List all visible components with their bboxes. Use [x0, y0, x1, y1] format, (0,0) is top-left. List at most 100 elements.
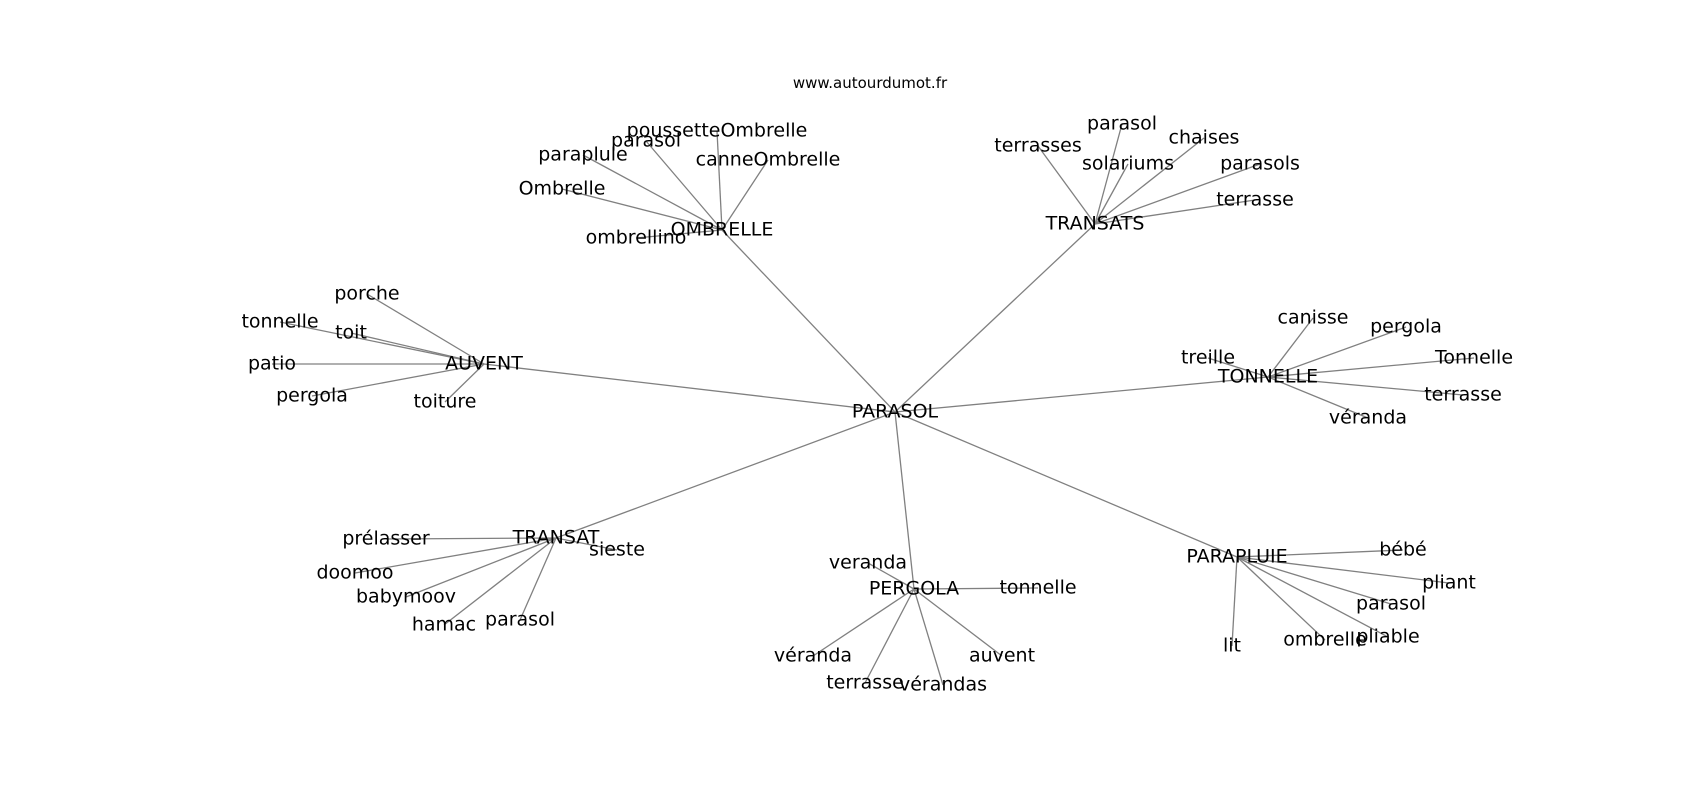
edge-transats-0 — [1094, 123, 1123, 225]
word-node: porche — [334, 283, 399, 305]
edge-center-transats — [894, 223, 1096, 413]
edge-center-parapluie — [894, 411, 1238, 558]
edge-parapluie-4 — [1236, 556, 1326, 641]
edge-transat-0 — [385, 537, 557, 540]
word-node: paraplule — [538, 144, 628, 166]
word-node: terrasse — [826, 672, 904, 694]
edge-transat-1 — [555, 537, 618, 551]
edges — [272, 123, 1475, 686]
word-node: pliable — [1356, 626, 1419, 648]
word-node: ombrelle — [1283, 629, 1367, 651]
edge-transats-2 — [1094, 137, 1205, 225]
edge-center-transat — [555, 411, 896, 539]
cluster-node-tonnelle: TONNELLE — [1217, 366, 1318, 388]
edge-transats-5 — [1094, 199, 1256, 225]
edge-pergola-0 — [867, 562, 915, 590]
edge-tonnelle-5 — [1267, 376, 1369, 419]
labels: www.autourdumot.fr PARASOL OMBRELLE pousse… — [241, 74, 1513, 696]
edge-pergola-4 — [864, 588, 915, 684]
word-node: sieste — [589, 539, 645, 561]
edge-transats-1 — [1037, 145, 1096, 225]
word-node: véranda — [774, 645, 852, 667]
edge-ombrelle-0 — [716, 130, 723, 231]
word-node: treille — [1181, 347, 1235, 369]
edge-auvent-2 — [350, 332, 485, 365]
word-node: poussetteOmbrelle — [627, 120, 808, 142]
edge-center-ombrelle — [721, 229, 896, 413]
word-node: babymoov — [356, 586, 456, 608]
edge-center-tonnelle — [894, 376, 1269, 413]
edge-ombrelle-4 — [561, 188, 723, 231]
word-node: terrasse — [1424, 384, 1502, 406]
word-node: patio — [248, 353, 296, 375]
cluster-node-ombrelle: OMBRELLE — [671, 219, 774, 241]
edge-parapluie-0 — [1236, 549, 1404, 558]
word-node: bébé — [1379, 539, 1427, 561]
edge-transat-5 — [519, 537, 557, 621]
edge-center-auvent — [483, 363, 896, 413]
edge-transat-2 — [354, 537, 557, 574]
edge-tonnelle-4 — [1267, 376, 1464, 396]
edge-pergola-1 — [913, 587, 1039, 590]
word-node: lit — [1223, 635, 1241, 657]
word-node: terrasses — [994, 135, 1081, 157]
edge-parapluie-3 — [1231, 556, 1238, 647]
word-node: canneOmbrelle — [696, 149, 841, 171]
edge-tonnelle-0 — [1267, 317, 1314, 378]
word-node: veranda — [829, 552, 907, 574]
word-node: pergola — [1370, 316, 1442, 338]
cluster-node-auvent: AUVENT — [445, 353, 523, 375]
word-node: terrasse — [1216, 189, 1294, 211]
edge-pergola-2 — [812, 588, 915, 657]
word-node: toiture — [414, 391, 477, 413]
edge-tonnelle-1 — [1267, 326, 1407, 378]
edge-tonnelle-2 — [1207, 357, 1269, 378]
word-node: Tonnelle — [1434, 347, 1513, 369]
edge-transats-4 — [1094, 163, 1261, 225]
edge-auvent-5 — [444, 363, 485, 403]
word-node: hamac — [412, 614, 476, 636]
word-node: doomoo — [316, 562, 393, 584]
word-node: parasol — [1356, 593, 1426, 615]
edge-transat-4 — [443, 537, 557, 626]
edge-ombrelle-1 — [645, 140, 723, 231]
edge-pergola-5 — [913, 588, 944, 686]
word-node: auvent — [969, 645, 1035, 667]
word-node: parasol — [611, 130, 681, 152]
word-node: tonnelle — [999, 577, 1076, 599]
edge-transats-3 — [1094, 163, 1129, 225]
edge-ombrelle-2 — [582, 154, 723, 231]
edge-auvent-0 — [366, 293, 485, 365]
cluster-node-pergola: PERGOLA — [869, 578, 959, 600]
edge-ombrelle-5 — [635, 229, 723, 239]
word-node: parasol — [1087, 113, 1157, 135]
edge-parapluie-1 — [1236, 556, 1450, 584]
cluster-node-parapluie: PARAPLUIE — [1186, 546, 1287, 568]
word-node: parasols — [1220, 153, 1300, 175]
cluster-node-transats: TRANSATS — [1045, 213, 1145, 235]
word-node: tonnelle — [241, 311, 318, 333]
edge-auvent-4 — [311, 363, 485, 397]
word-node: pergola — [276, 385, 348, 407]
edge-auvent-1 — [279, 321, 485, 365]
edge-center-pergola — [894, 411, 915, 590]
word-node: prélasser — [342, 528, 430, 550]
word-node: véranda — [1329, 407, 1407, 429]
edge-tonnelle-3 — [1267, 357, 1475, 378]
edge-transat-3 — [405, 537, 557, 598]
word-node: ombrellino — [586, 227, 687, 249]
word-node: vérandas — [899, 674, 987, 696]
site-title: www.autourdumot.fr — [793, 74, 948, 92]
edge-pergola-3 — [913, 588, 1003, 657]
word-node: canisse — [1278, 307, 1349, 329]
word-node: Ombrelle — [519, 178, 606, 200]
cluster-node-transat: TRANSAT — [512, 527, 600, 549]
word-node: pliant — [1422, 572, 1476, 594]
center-node: PARASOL — [852, 401, 939, 423]
word-node: parasol — [485, 609, 555, 631]
edge-parapluie-2 — [1236, 556, 1392, 605]
word-node: solariums — [1082, 153, 1174, 175]
edge-parapluie-5 — [1236, 556, 1389, 638]
edge-ombrelle-3 — [721, 159, 769, 231]
